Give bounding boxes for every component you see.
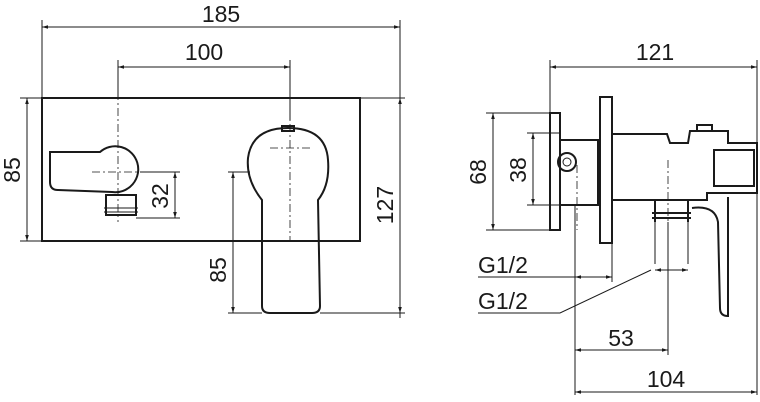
valve-body <box>611 130 758 201</box>
lever <box>691 197 729 318</box>
dim-outlet-thread: G1/2 <box>478 288 528 314</box>
dim-plate-height: 85 <box>0 157 25 183</box>
dim-plate-height: 68 <box>465 159 491 185</box>
dim-overall-depth: 121 <box>636 39 674 65</box>
side-view: 121 68 38 G1/2 G1/2 53 104 <box>465 39 758 395</box>
mixer-lever <box>246 125 330 314</box>
diverter-handle <box>49 145 140 216</box>
dim-overall-height: 127 <box>372 186 398 224</box>
dim-inlet-thread: G1/2 <box>478 252 528 278</box>
dim-outlet-depth: 53 <box>608 325 634 351</box>
box-body <box>559 139 599 206</box>
dim-overall-width: 185 <box>202 1 240 27</box>
dim-lever-depth: 104 <box>647 366 686 392</box>
outlet-fitting <box>652 199 691 222</box>
dim-lever-drop: 85 <box>205 257 231 283</box>
dim-body-height: 38 <box>505 157 531 183</box>
cover-plate <box>41 97 361 242</box>
dim-outlet-offset: 32 <box>147 183 173 209</box>
flange <box>599 96 613 244</box>
front-view: 185 100 85 32 85 127 <box>0 1 405 318</box>
dim-handle-spacing: 100 <box>185 39 223 65</box>
mounting-plate <box>549 112 561 231</box>
